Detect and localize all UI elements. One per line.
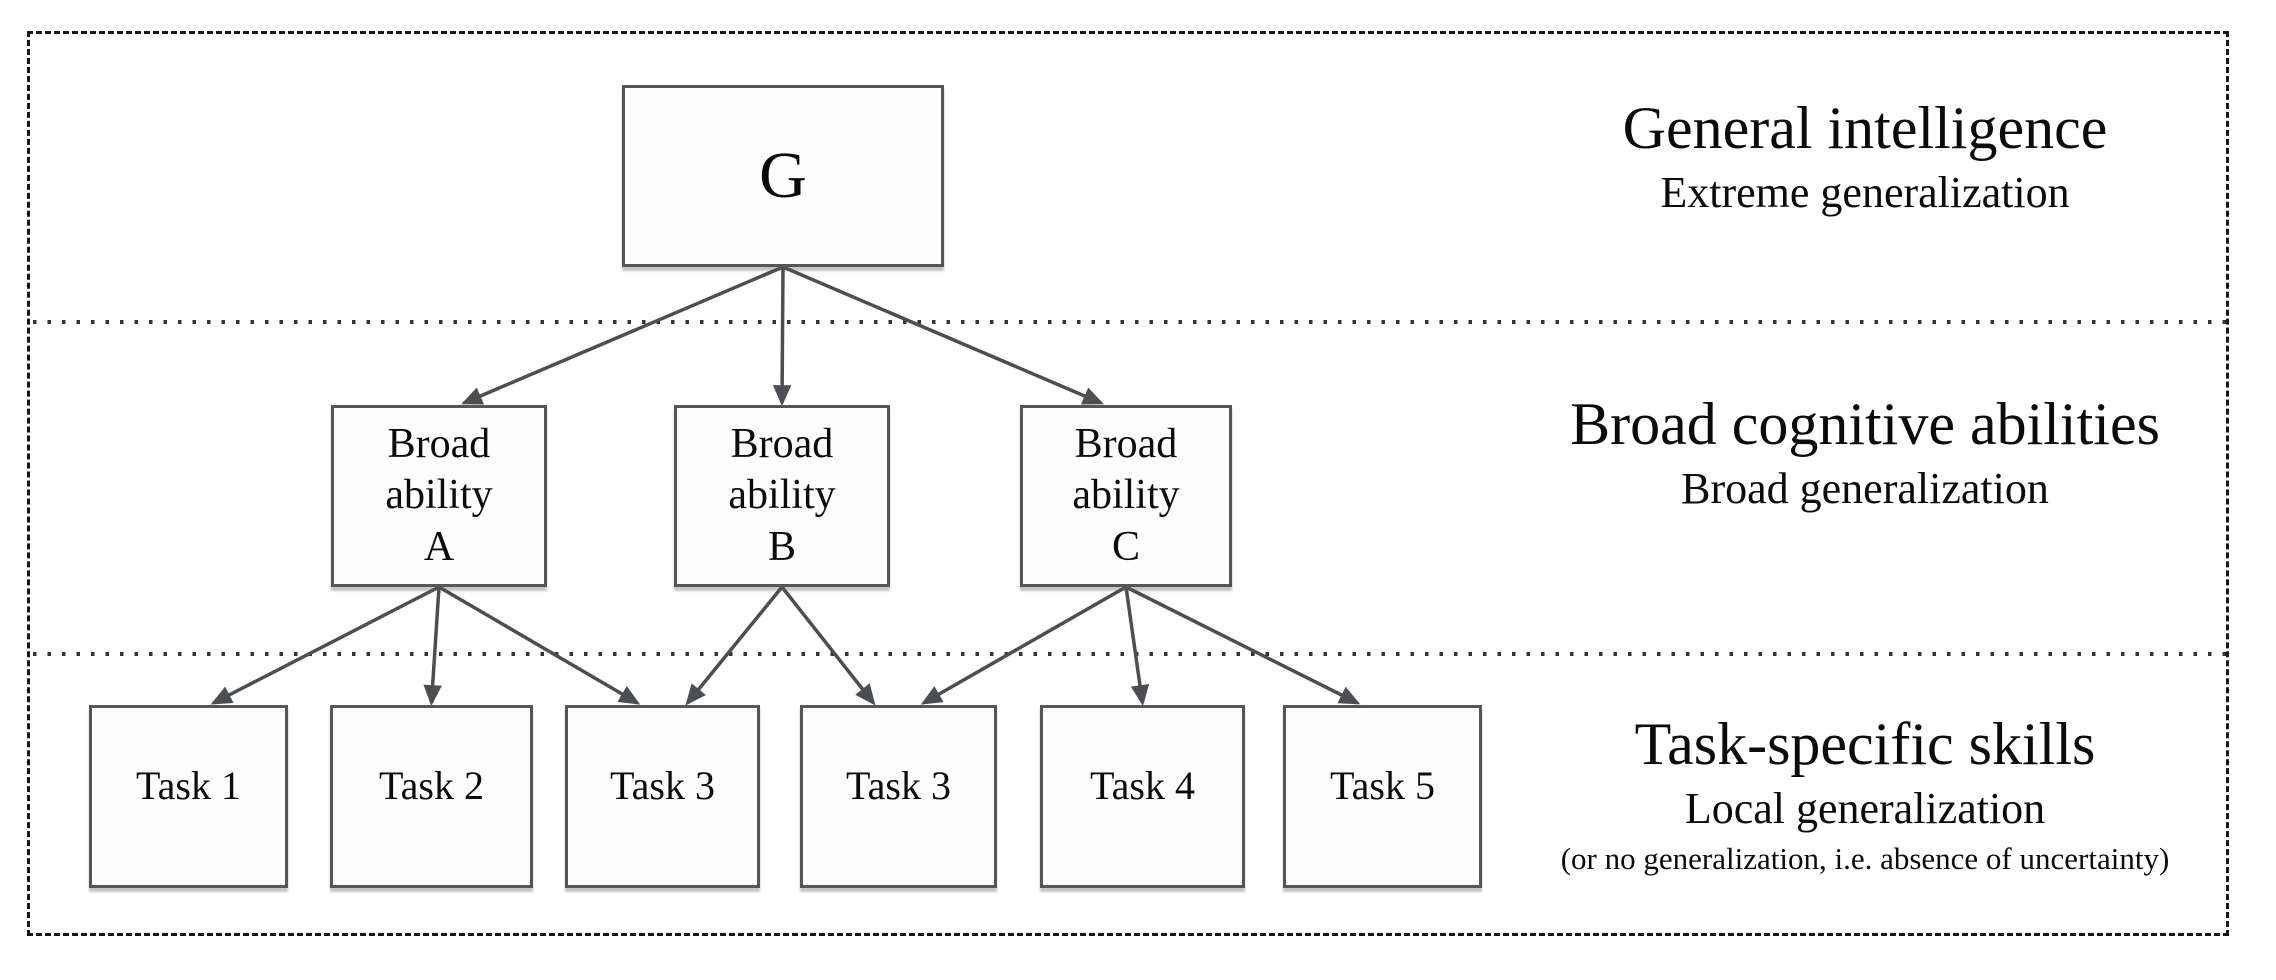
node-broad-ability-a: Broad ability A [331,405,547,587]
extreme-generalization-subtitle: Extreme generalization [1660,168,2070,217]
general-intelligence-title: General intelligence [1622,95,2108,161]
broad-cognitive-abilities-title: Broad cognitive abilities [1570,391,2160,457]
label-group-general-intelligence: General intelligence Extreme generalizat… [1470,92,2260,222]
node-broad-ability-c: Broad ability C [1020,405,1232,587]
node-task-4: Task 4 [1040,705,1245,888]
node-broad-ability-b: Broad ability B [674,405,890,587]
node-task-2: Task 2 [330,705,533,888]
outer-dashed-frame [27,31,2229,936]
node-task-3-left: Task 3 [565,705,760,888]
label-group-task-specific-skills: Task-specific skills Local generalizatio… [1470,708,2260,880]
no-generalization-note: (or no generalization, i.e. absence of u… [1560,841,2170,876]
node-task-1: Task 1 [89,705,288,888]
task-specific-skills-title: Task-specific skills [1634,711,2096,777]
node-g: G [622,85,944,267]
node-task-3-right: Task 3 [800,705,997,888]
broad-generalization-subtitle: Broad generalization [1681,464,2049,513]
label-group-broad-cognitive-abilities: Broad cognitive abilities Broad generali… [1470,388,2260,518]
local-generalization-subtitle: Local generalization [1684,784,2046,833]
node-task-5: Task 5 [1283,705,1482,888]
